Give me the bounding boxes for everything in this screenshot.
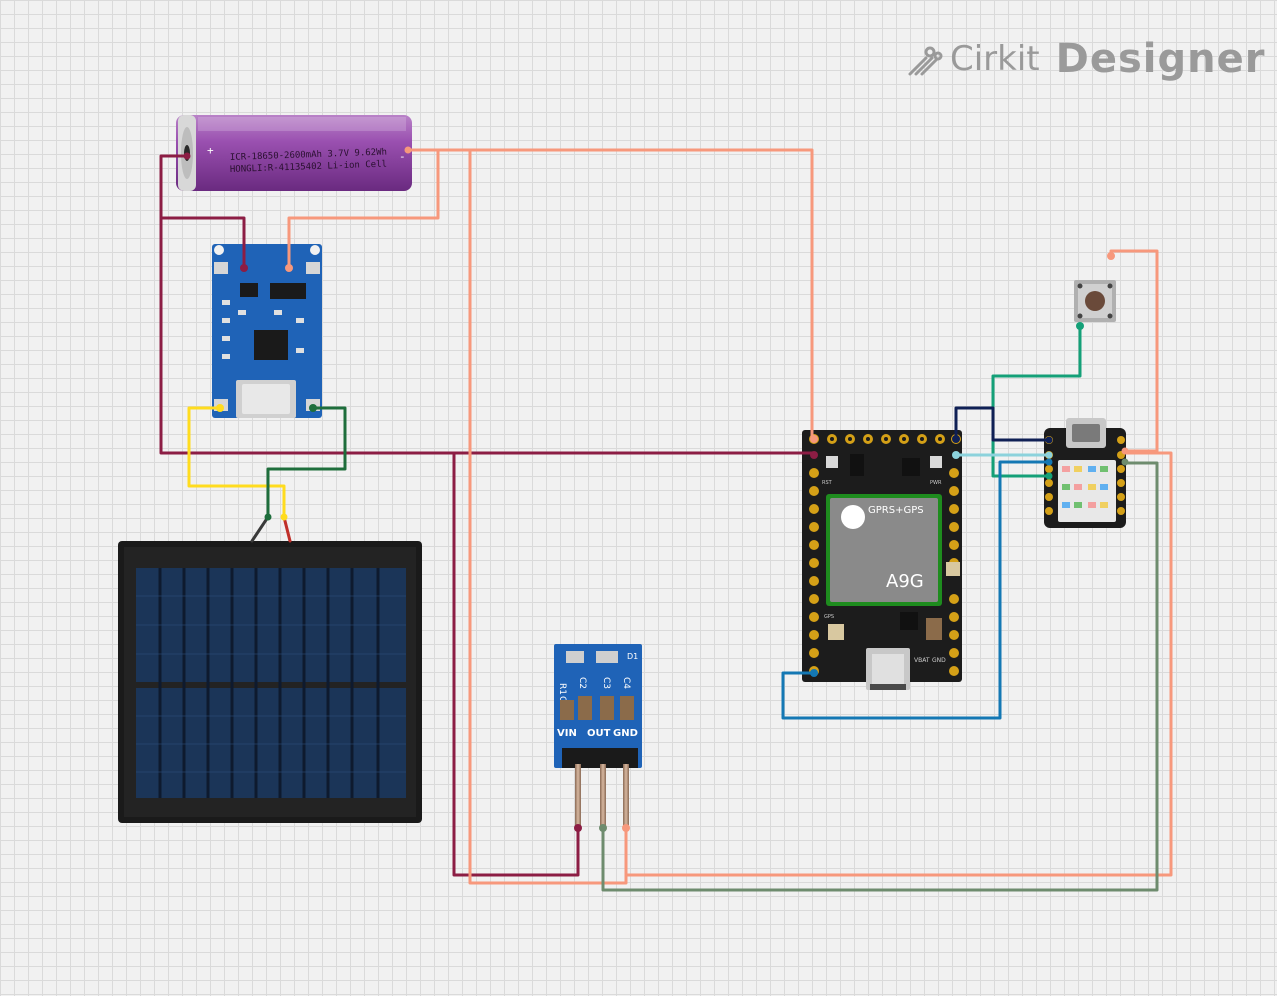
wire-regulator-gnd-to-xiao[interactable] bbox=[624, 451, 1173, 877]
wire-solar-lead-red[interactable] bbox=[282, 515, 292, 543]
module-label: GPRS+GPS bbox=[868, 505, 924, 516]
wire-endpoints bbox=[183, 146, 1129, 832]
wire-button-to-xiao-power[interactable] bbox=[1109, 249, 1159, 453]
push-button[interactable] bbox=[1074, 252, 1116, 330]
rst-label: RST bbox=[822, 480, 833, 486]
wire-charger-yellow-to-solar[interactable] bbox=[187, 406, 286, 519]
vbat-label: VBAT bbox=[914, 657, 930, 664]
xiao-microcontroller[interactable] bbox=[1044, 418, 1128, 528]
vin-label: VIN bbox=[557, 728, 577, 739]
brand-logo: Cirkit Designer bbox=[906, 36, 1265, 82]
brand-product: Designer bbox=[1055, 36, 1266, 82]
cirkit-logo-icon bbox=[908, 46, 943, 76]
battery-minus: - bbox=[399, 150, 406, 163]
battery-plus: + bbox=[207, 144, 214, 157]
c3-label: C3 bbox=[601, 677, 611, 689]
c2-label: C2 bbox=[577, 677, 587, 689]
r1-label: R1 bbox=[557, 683, 567, 695]
wire-gnd-to-regulator-vin[interactable] bbox=[444, 451, 580, 877]
wire-battery-pos-to-regulator-gnd[interactable] bbox=[468, 148, 628, 885]
brand-name: Cirkit bbox=[950, 39, 1040, 79]
tp4056-charger[interactable] bbox=[212, 244, 322, 418]
wire-a9g-gps-to-xiao[interactable] bbox=[781, 460, 1051, 720]
gps-label: GPS bbox=[824, 614, 834, 620]
out-label: OUT bbox=[587, 728, 611, 739]
d1-label: D1 bbox=[627, 652, 638, 661]
wire-button-to-xiao-pin[interactable] bbox=[991, 324, 1082, 478]
wire-solar-lead-dark[interactable] bbox=[250, 515, 270, 543]
wire-charger-green-to-solar[interactable] bbox=[266, 406, 347, 519]
battery-18650[interactable]: + - ICR-18650-2600mAh 3.7V 9.62Wh HONGLI… bbox=[176, 115, 412, 191]
chip-label: A9G bbox=[886, 571, 924, 592]
wire-regulator-out-to-xiao[interactable] bbox=[601, 461, 1159, 892]
wire-a9g-tx-to-xiao[interactable] bbox=[954, 406, 1051, 442]
wire-gnd-to-a9g[interactable] bbox=[159, 216, 816, 455]
pwr-label: PWR bbox=[930, 480, 942, 486]
wires bbox=[159, 148, 1173, 892]
c4-label: C4 bbox=[621, 677, 631, 689]
wire-battery-pos-to-a9g[interactable] bbox=[406, 148, 814, 441]
voltage-regulator[interactable]: D1 R1 C1 C2 C3 C4 VIN OUT GND bbox=[554, 644, 642, 832]
solar-panel[interactable] bbox=[118, 541, 422, 823]
gnd-label: GND bbox=[613, 728, 638, 739]
a9g-gprs-gps-board[interactable]: RST PWR GPRS+GPS A9G GPS VBAT GND bbox=[802, 430, 962, 690]
a9g-gnd-label: GND bbox=[932, 657, 946, 664]
